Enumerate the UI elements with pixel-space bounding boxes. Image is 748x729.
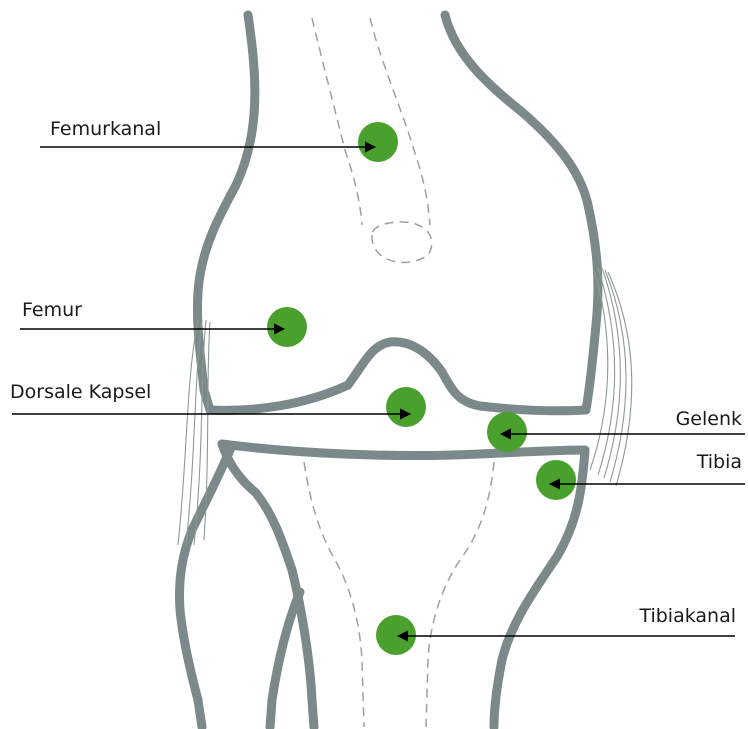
label-femurkanal: Femurkanal: [50, 118, 161, 140]
label-tibiakanal: Tibiakanal: [638, 605, 736, 627]
femur-outline: [197, 15, 597, 411]
marker-dorsale-kapsel: [386, 387, 426, 427]
markers: [267, 122, 576, 655]
marker-femurkanal: [358, 122, 398, 162]
label-dorsale-kapsel: Dorsale Kapsel: [10, 381, 151, 403]
marker-tibiakanal: [376, 615, 416, 655]
tibia-outline: [180, 444, 586, 727]
marker-gelenk: [487, 412, 527, 452]
labels: Femurkanal Femur Dorsale Kapsel Gelenk T…: [10, 118, 742, 627]
marker-femur: [267, 307, 307, 347]
marker-tibia: [536, 460, 576, 500]
label-tibia: Tibia: [696, 451, 742, 473]
label-gelenk: Gelenk: [676, 408, 742, 430]
label-femur: Femur: [22, 299, 82, 321]
